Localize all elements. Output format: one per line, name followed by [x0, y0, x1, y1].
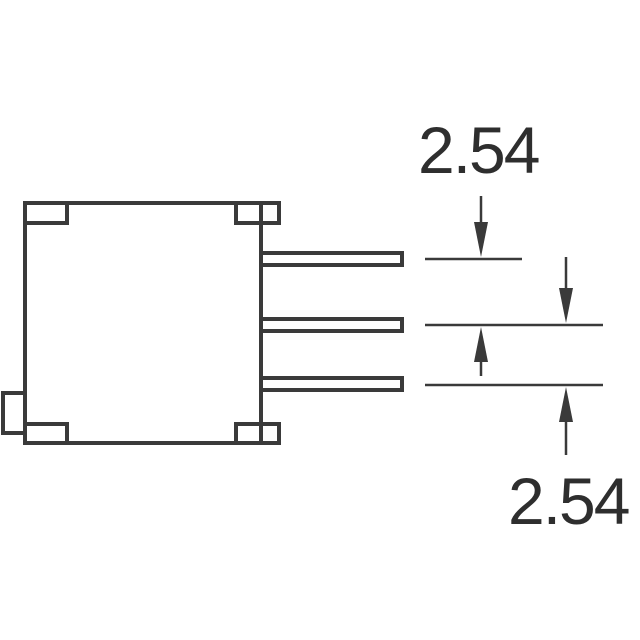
- bottom-arrow-down-head: [559, 288, 573, 323]
- bottom-arrow-up-head: [559, 387, 573, 422]
- corner-pad-bottom-right: [234, 422, 281, 445]
- pins: [259, 251, 404, 392]
- top-arrow-up-head: [474, 327, 488, 362]
- pin-1: [259, 251, 404, 267]
- corner-pad-top-left: [23, 201, 69, 225]
- body-outline: [23, 201, 263, 445]
- dimension-label-bottom: 2.54: [508, 464, 629, 538]
- side-tab: [1, 391, 27, 435]
- corner-pad-top-right: [234, 201, 281, 225]
- dimension-label-top: 2.54: [418, 113, 539, 187]
- pin-2: [259, 317, 404, 333]
- pin-3: [259, 376, 404, 392]
- top-arrow-down-head: [474, 222, 488, 257]
- component-body: [1, 201, 281, 445]
- corner-pad-bottom-left: [23, 422, 69, 445]
- bottom-dimension: 2.54: [508, 257, 631, 538]
- top-dimension: 2.54: [418, 113, 541, 376]
- extension-lines: [425, 257, 603, 387]
